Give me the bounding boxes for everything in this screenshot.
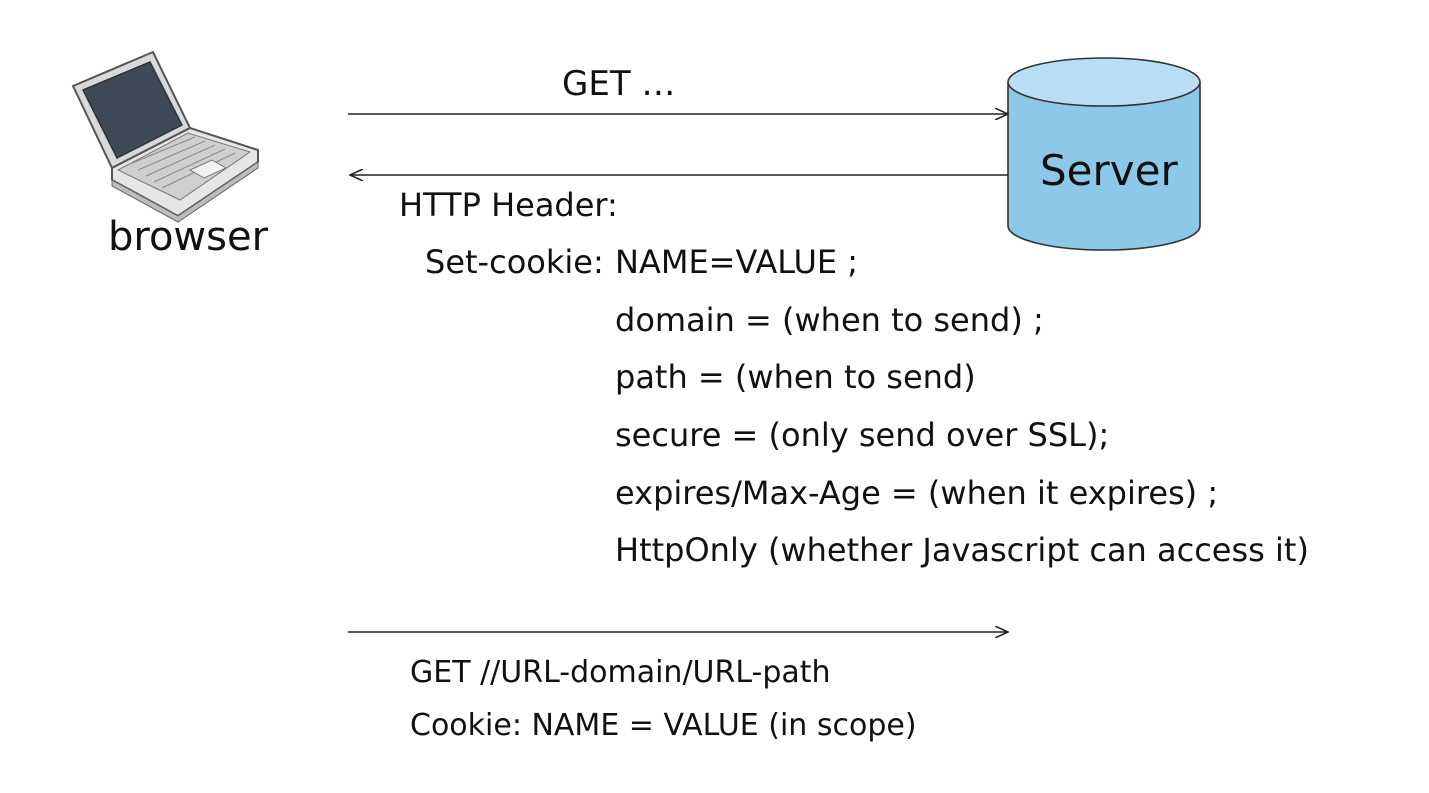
browser-label: browser xyxy=(108,214,269,260)
request-get-url-label: GET //URL-domain/URL-path xyxy=(410,655,831,690)
cookie-attribute-domain: domain = (when to send) ; xyxy=(615,301,1044,339)
cookie-attribute-secure: secure = (only send over SSL); xyxy=(615,416,1110,454)
server-cylinder-icon xyxy=(1007,57,1201,251)
cookie-attribute-expires: expires/Max-Age = (when it expires) ; xyxy=(615,474,1219,512)
cookie-attribute-path: path = (when to send) xyxy=(615,358,976,396)
request-cookie-label: Cookie: NAME = VALUE (in scope) xyxy=(410,708,917,743)
server-label: Server xyxy=(1040,146,1178,195)
request-get-label: GET … xyxy=(562,64,676,104)
cookie-attribute-httponly: HttpOnly (whether Javascript can access … xyxy=(615,531,1309,569)
set-cookie-value: NAME=VALUE ; xyxy=(615,243,859,281)
laptop-icon xyxy=(71,50,259,223)
http-header-label: HTTP Header: xyxy=(399,186,618,224)
set-cookie-label: Set-cookie: xyxy=(425,243,604,281)
